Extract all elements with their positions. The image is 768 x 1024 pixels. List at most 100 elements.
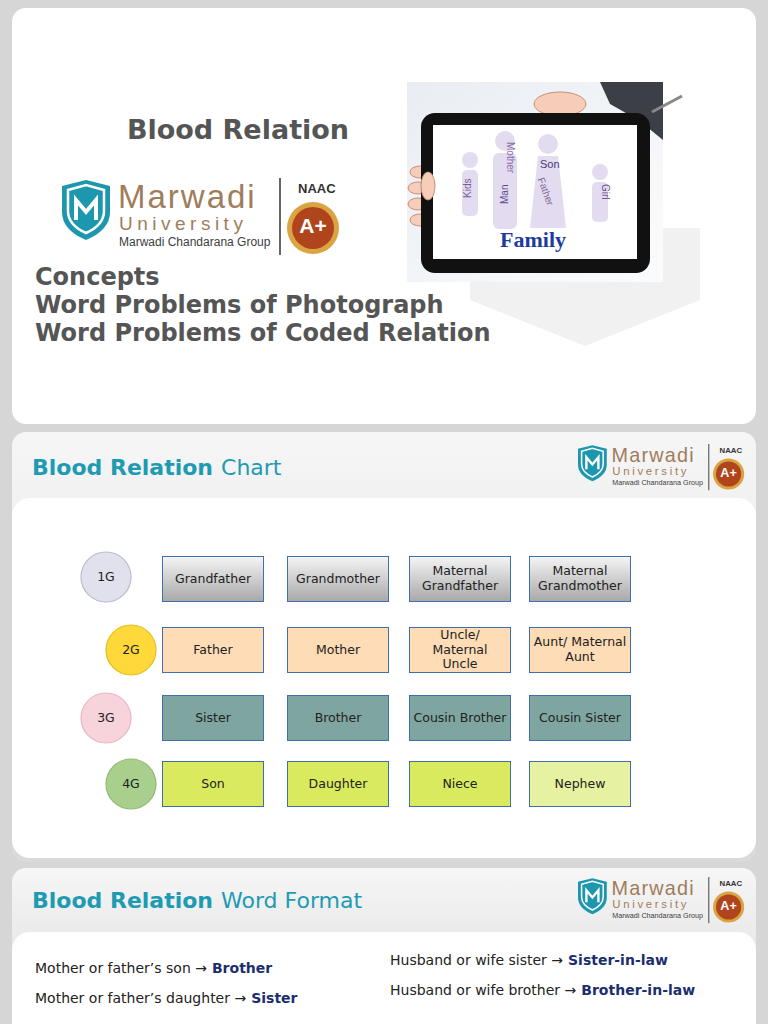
tablet (421, 113, 650, 273)
accreditation-grade: A+ (291, 214, 335, 238)
content-panel (12, 932, 756, 1024)
node-text: Grandmother (293, 572, 383, 587)
thumb (421, 172, 435, 200)
logo-subtitle: Marwadi Chandarana Group (612, 912, 703, 920)
generation-circle: 1G (80, 551, 132, 603)
node-text: Cousin Brother (411, 711, 510, 726)
content-panel (12, 498, 756, 858)
relation-box: Daughter (287, 761, 389, 807)
logo-shield (578, 445, 607, 481)
topic-item: Word Problems of Coded Relation (35, 320, 491, 348)
circle-shape (81, 693, 131, 743)
generation-circle: 2G (105, 624, 157, 676)
badge-ring (287, 202, 339, 254)
relation-phrase: Husband or wife brother → (390, 982, 576, 998)
generation-circle: 4G (105, 758, 157, 810)
hand (534, 92, 586, 116)
generation-circle: 3G (80, 692, 132, 744)
word-cloud-word: Father (535, 176, 556, 207)
relation-phrase: Husband or wife sister → (390, 952, 563, 968)
logo-subtitle: Marwadi Chandarana Group (612, 479, 703, 487)
logo-shield (62, 180, 110, 240)
logo-subtitle: Marwadi Chandarana Group (119, 236, 270, 250)
silhouette-head (538, 134, 558, 154)
accreditation-grade: A+ (715, 899, 741, 913)
relation-box: Sister (162, 695, 264, 741)
logo-shield (578, 878, 607, 914)
university-logo: MarwadiUniversityMarwadi Chandarana Grou… (62, 178, 342, 258)
node-text: Aunt/ Maternal Aunt (530, 635, 630, 665)
logo-name: Marwadi (612, 444, 695, 467)
text-line: Husband or wife sister →Sister-in-law (390, 952, 752, 968)
logo-divider (279, 178, 281, 255)
logo-name: University (119, 213, 247, 235)
relation-box: Father (162, 627, 264, 673)
relation-box: Brother (287, 695, 389, 741)
logo-name: Marwadi (118, 178, 257, 216)
text-line: Mother or father’s son →Brother (35, 960, 375, 976)
slide-background (12, 8, 756, 424)
slide-heading: Chart (221, 455, 281, 480)
slide-title: Blood Relation (100, 114, 376, 145)
node-text: Mother (313, 643, 363, 658)
node-text: Daughter (306, 777, 371, 792)
relation-box: Niece (409, 761, 511, 807)
logo-name: Marwadi (612, 877, 695, 900)
shield-outline (68, 185, 104, 233)
illustration-caption: Family (483, 227, 583, 252)
slide-heading: Blood Relation (32, 455, 213, 480)
shield-emblem (586, 457, 598, 469)
badge-ring (713, 458, 744, 489)
relation-box: Mother (287, 627, 389, 673)
badge-core (716, 894, 741, 919)
node-text: Grandfather (172, 572, 254, 587)
logo-divider (708, 444, 709, 490)
word-cloud-word: Son (540, 158, 560, 171)
text-line: Husband or wife brother →Brother-in-law (390, 982, 752, 998)
shield-emblem (586, 890, 598, 902)
word-cloud-word: Mother (505, 142, 517, 173)
circle-shape (106, 625, 156, 675)
relation-box: Cousin Brother (409, 695, 511, 741)
relation-box: Aunt/ Maternal Aunt (529, 627, 631, 673)
node-text: Uncle/ Maternal Uncle (410, 628, 510, 672)
relation-box: Grandfather (162, 556, 264, 602)
node-text: 3G (94, 711, 118, 726)
silhouette-head (592, 164, 608, 180)
relation-box: Son (162, 761, 264, 807)
text-line: Blood Relation Word Format (32, 888, 362, 913)
node-text: Niece (439, 777, 480, 792)
slide-heading: Blood Relation (32, 888, 213, 913)
accreditation-grade: A+ (715, 466, 741, 480)
relation-box: Maternal Grandfather (409, 556, 511, 602)
relation-box: Maternal Grandmother (529, 556, 631, 602)
shield-emblem (76, 200, 96, 220)
node-text: Maternal Grandfather (410, 564, 510, 594)
shield-outline (582, 448, 604, 477)
relation-box: Grandmother (287, 556, 389, 602)
silhouette-head (462, 152, 478, 168)
accreditation-name: NAAC (720, 879, 743, 888)
illustration-background (407, 82, 663, 282)
node-text: 4G (119, 777, 143, 792)
node-text: 2G (119, 643, 143, 658)
pen (652, 96, 682, 112)
word-cloud-word: Girl (600, 184, 612, 200)
word-cloud-word: Kids (462, 179, 474, 198)
relation-box: Uncle/ Maternal Uncle (409, 627, 511, 673)
node-text: 1G (94, 570, 118, 585)
logo-divider (708, 877, 709, 923)
relation-phrase: Mother or father’s daughter → (35, 990, 246, 1006)
logo-name: University (612, 465, 689, 478)
accreditation-name: NAAC (298, 182, 336, 197)
text-line: Mother or father’s daughter → Sister (35, 990, 375, 1006)
slide-background (12, 432, 756, 862)
topic-item: Word Problems of Photograph (35, 292, 444, 320)
node-text: Cousin Sister (536, 711, 624, 726)
slide-heading: Word Format (221, 888, 362, 913)
relation-term: Sister (251, 990, 297, 1006)
node-text: Maternal Grandmother (530, 564, 630, 594)
